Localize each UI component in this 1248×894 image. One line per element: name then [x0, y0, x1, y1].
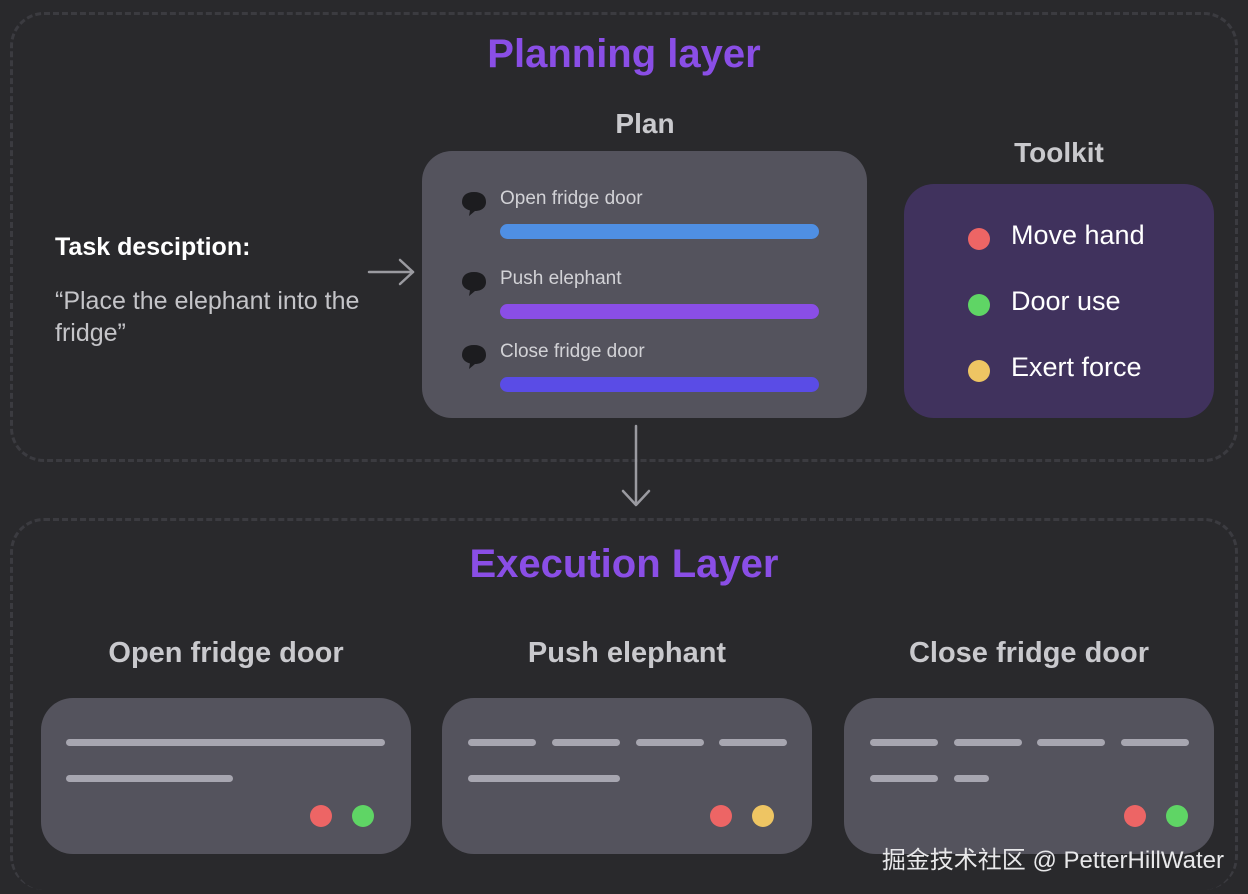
plan-card: Open fridge door Push elephant Close fri…	[422, 151, 867, 418]
red-dot-icon	[1124, 805, 1146, 827]
toolkit-heading: Toolkit	[1014, 137, 1104, 168]
speech-bubble-icon	[462, 345, 486, 369]
execution-layer-region	[10, 518, 1238, 890]
content-line	[552, 739, 620, 746]
arrow-right-icon	[367, 258, 415, 286]
red-dot-icon	[310, 805, 332, 827]
content-line	[719, 739, 787, 746]
speech-bubble-icon	[462, 192, 486, 216]
arrow-down-icon	[621, 424, 651, 507]
green-dot-icon	[968, 294, 990, 316]
watermark: 掘金技术社区 @ PetterHillWater	[881, 847, 1224, 874]
yellow-dot-icon	[968, 360, 990, 382]
content-line	[636, 739, 704, 746]
plan-step-push-elephant: Push elephant	[460, 268, 820, 328]
tool-label: Door use	[1011, 286, 1121, 316]
content-line	[870, 775, 938, 782]
task-description-label: Task desciption:	[55, 233, 251, 261]
red-dot-icon	[968, 228, 990, 250]
content-line	[66, 775, 233, 782]
planning-layer-region	[10, 12, 1238, 462]
content-line	[66, 739, 385, 746]
content-line	[954, 739, 1022, 746]
plan-step-bar	[500, 224, 819, 239]
green-dot-icon	[1166, 805, 1188, 827]
yellow-dot-icon	[752, 805, 774, 827]
tool-label: Move hand	[1011, 220, 1145, 250]
execution-heading-push-elephant: Push elephant	[527, 637, 727, 669]
content-line	[468, 775, 620, 782]
content-line	[468, 739, 536, 746]
execution-card-push-elephant	[442, 698, 812, 854]
content-line	[1121, 739, 1189, 746]
execution-heading-open-fridge-door: Open fridge door	[108, 637, 344, 669]
red-dot-icon	[710, 805, 732, 827]
content-line	[954, 775, 989, 782]
execution-card-open-fridge-door	[41, 698, 411, 854]
execution-heading-close-fridge-door: Close fridge door	[908, 637, 1150, 669]
green-dot-icon	[352, 805, 374, 827]
speech-bubble-icon	[462, 272, 486, 296]
plan-heading: Plan	[615, 108, 675, 139]
planning-layer-title: Planning layer	[487, 32, 761, 76]
plan-step-open-fridge-door: Open fridge door	[460, 188, 820, 248]
tool-label: Exert force	[1011, 352, 1142, 382]
plan-step-close-fridge-door: Close fridge door	[460, 341, 820, 401]
toolkit-card: Move hand Door use Exert force	[904, 184, 1214, 418]
plan-step-label: Push elephant	[500, 268, 622, 289]
execution-layer-title: Execution Layer	[469, 542, 779, 586]
plan-step-label: Close fridge door	[500, 341, 645, 362]
execution-card-close-fridge-door	[844, 698, 1214, 854]
plan-step-bar	[500, 304, 819, 319]
content-line	[870, 739, 938, 746]
content-line	[1037, 739, 1105, 746]
task-description-text: “Place the elephant into the fridge”	[55, 287, 360, 347]
plan-step-label: Open fridge door	[500, 188, 643, 209]
plan-step-bar	[500, 377, 819, 392]
